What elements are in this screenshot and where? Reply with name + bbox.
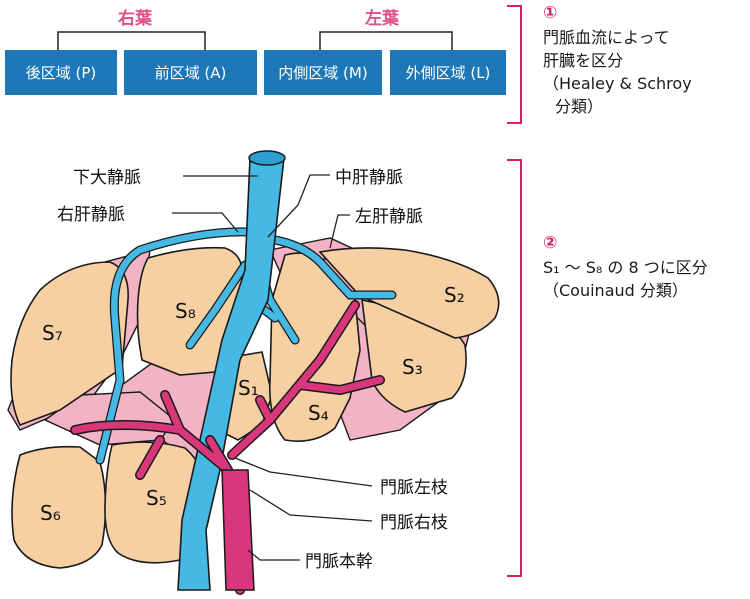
middle-hepatic-vein-label: 中肝静脈: [335, 168, 403, 188]
note1-line: 門脈血流によって: [543, 28, 670, 47]
note2-line: （Couinaud 分類）: [543, 281, 688, 300]
segment-label-s5: S₅: [146, 486, 167, 510]
segment-labels: S₇ S₈ S₁ S₄ S₃ S₂ S₆ S₅: [40, 283, 465, 525]
vessel-label-lines: [172, 174, 373, 561]
bracket-1: [507, 5, 522, 124]
segment-label-s1: S₁: [238, 376, 259, 400]
portal-main-trunk-shape: [221, 469, 255, 591]
segment-box-anterior: 前区域 (A): [124, 50, 257, 95]
segment-label-s2: S₂: [444, 283, 465, 307]
note1-number: ①: [543, 3, 558, 23]
right-lobe-tree-line: [57, 31, 206, 50]
left-lobe-tree-line: [319, 31, 453, 50]
left-lobe-title: 左葉: [365, 9, 399, 29]
note2-number: ②: [543, 233, 558, 253]
right-lobe-title: 右葉: [118, 9, 152, 29]
right-hepatic-vein-label: 右肝静脈: [57, 205, 125, 225]
left-hepatic-vein-label: 左肝静脈: [355, 207, 423, 227]
portal-left-branch-label: 門脈左枝: [380, 478, 448, 498]
segment-box-medial: 内側区域 (M): [264, 50, 382, 95]
segment-label-s6: S₆: [40, 501, 61, 525]
bracket-2: [507, 159, 522, 577]
note1-line: 分類）: [555, 97, 604, 116]
portal-main-trunk-label: 門脈本幹: [305, 551, 373, 572]
note1-text: 門脈血流によって 肝臓を区分 （Healey & Schroy 分類）: [543, 26, 692, 118]
vessel-labels: 下大静脈 右肝静脈 中肝静脈 左肝静脈 門脈左枝 門脈右枝 門脈本幹: [57, 168, 448, 572]
note2-text: S₁ 〜 S₈ の 8 つに区分 （Couinaud 分類）: [543, 256, 708, 302]
segment-label-s4: S₄: [308, 401, 329, 425]
segment-box-posterior: 後区域 (P): [5, 50, 117, 95]
segment-s2-shape: [318, 247, 500, 339]
ivc-top: [248, 150, 286, 166]
ivc-shape: [177, 157, 285, 591]
segment-box-lateral: 外側区域 (L): [390, 50, 506, 95]
note1-line: 肝臓を区分: [543, 51, 624, 70]
portal-right-branch-label: 門脈右枝: [380, 513, 448, 533]
segment-label-s8: S₈: [175, 299, 196, 323]
lobe-tree-lines: [57, 31, 453, 50]
segment-s6-shape: [11, 445, 107, 569]
segment-label-s3: S₃: [402, 355, 423, 379]
segment-label-s7: S₇: [42, 321, 63, 345]
note2-line: S₁ 〜 S₈ の 8 つに区分: [543, 258, 708, 277]
ivc-label: 下大静脈: [73, 168, 141, 188]
segment-s7-shape: [10, 261, 129, 427]
note1-line: （Healey & Schroy: [543, 74, 692, 93]
